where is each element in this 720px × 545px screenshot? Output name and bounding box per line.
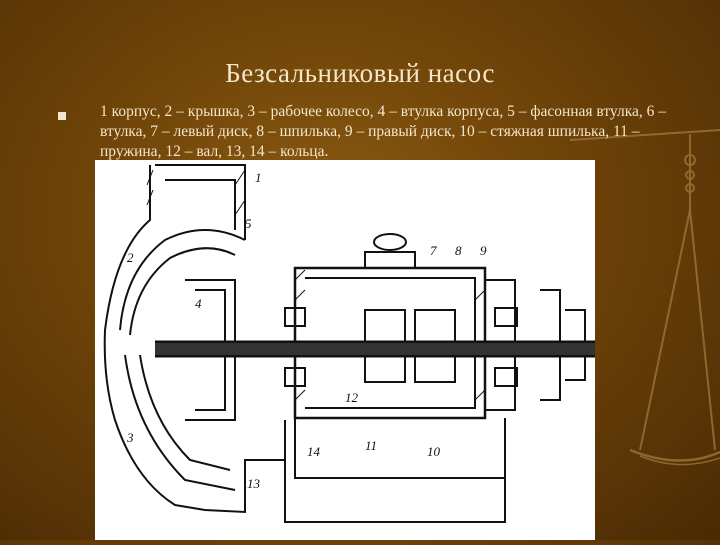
label-11: 11 — [365, 438, 377, 453]
label-7: 7 — [430, 243, 437, 258]
pump-drawing: 1 2 3 4 5 7 8 9 10 11 12 13 14 — [95, 160, 595, 540]
label-12: 12 — [345, 390, 359, 405]
label-8: 8 — [455, 243, 462, 258]
pump-drawing-svg: 1 2 3 4 5 7 8 9 10 11 12 13 14 — [103, 164, 595, 523]
label-1: 1 — [255, 170, 262, 185]
square-bullet-icon — [58, 112, 66, 120]
slide-title: Безсальниковый насос — [225, 58, 495, 88]
label-13: 13 — [247, 476, 261, 491]
label-2: 2 — [127, 250, 134, 265]
label-9: 9 — [480, 243, 487, 258]
balance-scale-icon — [569, 129, 720, 466]
label-4: 4 — [195, 296, 202, 311]
slide-caption: 1 корпус, 2 – крышка, 3 – рабочее колесо… — [100, 103, 667, 160]
label-10: 10 — [427, 444, 441, 459]
label-5: 5 — [245, 216, 252, 231]
label-3: 3 — [126, 430, 134, 445]
label-14: 14 — [307, 444, 321, 459]
